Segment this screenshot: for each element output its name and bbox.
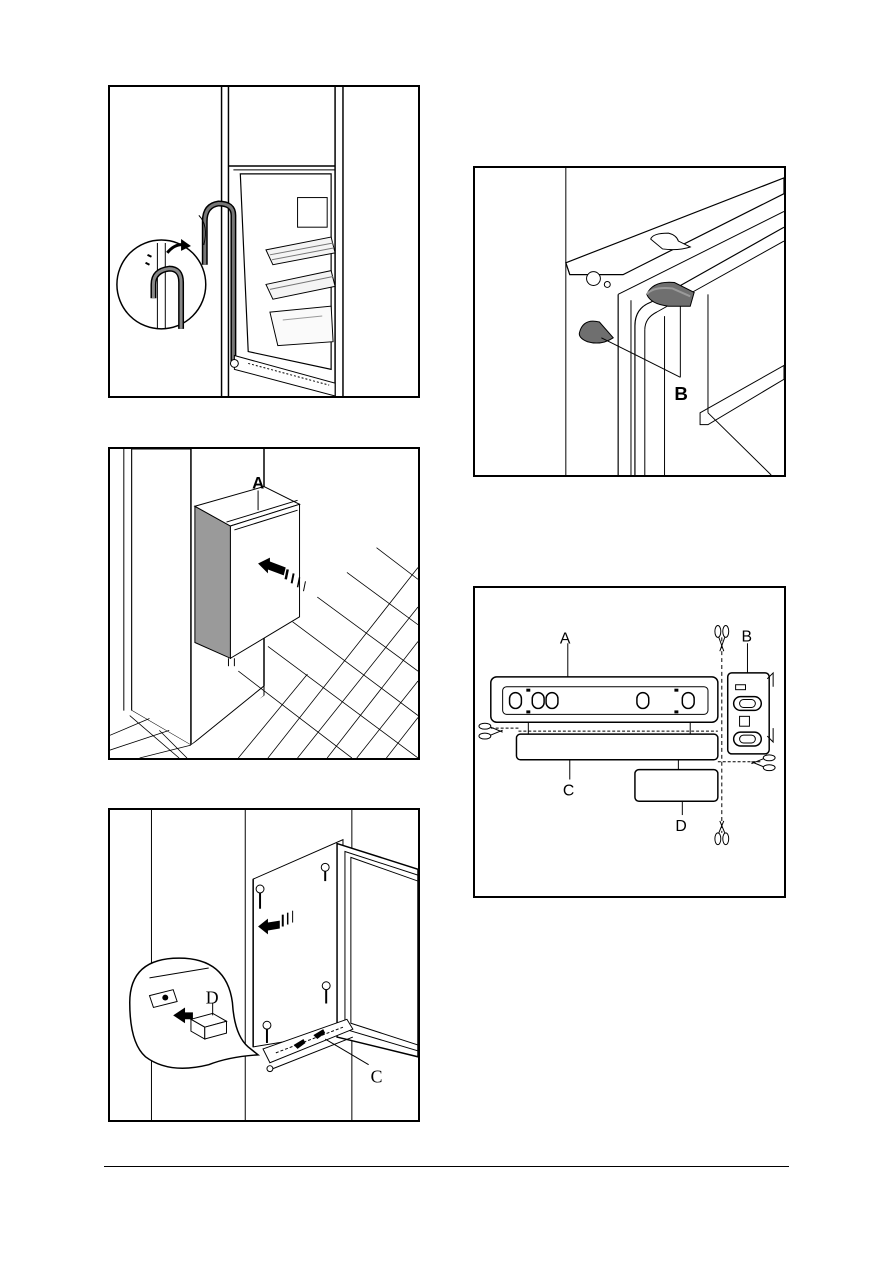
figure-door-fixing: C D	[108, 808, 420, 1122]
scissors-icon-right	[751, 754, 776, 772]
label-d: D	[206, 988, 219, 1008]
magnified-hinge-detail	[129, 957, 261, 1069]
leader-b-left	[601, 337, 681, 378]
screw-icons	[255, 862, 331, 1043]
figure-accessory-parts: A B C D	[473, 586, 786, 898]
figure-appliance-installation: A	[108, 447, 420, 760]
part-d	[634, 759, 762, 802]
insert-arrow-icon	[173, 1007, 193, 1024]
bracket-slot	[586, 232, 692, 288]
leader-c	[324, 1038, 369, 1066]
footer-rule	[104, 1166, 789, 1167]
label-d: D	[675, 818, 686, 835]
crisper-drawer	[269, 305, 334, 347]
appliance-installation-illustration: A	[110, 449, 418, 758]
seal-insertion-illustration	[116, 87, 344, 396]
shelf-2	[265, 270, 336, 300]
bracket-b-left	[578, 320, 614, 344]
figure-seal-insertion	[108, 85, 420, 398]
part-b	[726, 671, 774, 755]
shelf-1	[265, 236, 336, 266]
seal-cable	[201, 200, 237, 362]
label-a: A	[560, 630, 571, 647]
scissors-icon-bottom	[714, 820, 730, 846]
magnified-clip-detail	[116, 214, 207, 330]
scissors-icon-left	[478, 722, 503, 740]
part-c	[490, 722, 719, 761]
accessory-parts-illustration: A B C D	[478, 625, 776, 846]
label-a: A	[252, 473, 264, 492]
scissors-icon-top	[714, 625, 730, 652]
grille-c	[262, 1018, 354, 1073]
appliance-body	[193, 485, 301, 667]
appliance-frame	[617, 226, 784, 475]
bracket-b-right	[645, 281, 695, 307]
label-c: C	[563, 782, 574, 799]
bottom-grille	[229, 354, 336, 396]
label-b: B	[742, 628, 753, 645]
push-arrow-icon	[258, 557, 306, 592]
floor-tiles	[110, 537, 418, 758]
door-fixing-illustration: C D	[129, 810, 418, 1120]
label-b: B	[674, 383, 688, 404]
hinge-cover-d	[189, 1012, 228, 1040]
appliance-side	[252, 838, 344, 1048]
part-a	[490, 676, 719, 723]
open-door	[336, 842, 418, 1058]
figure-top-brackets: B	[473, 166, 786, 477]
label-c: C	[371, 1066, 383, 1086]
cabinet-top-rail	[565, 168, 784, 475]
top-brackets-illustration: B	[565, 168, 784, 475]
wall-edges	[123, 449, 133, 716]
push-left-arrow-icon	[258, 910, 294, 935]
